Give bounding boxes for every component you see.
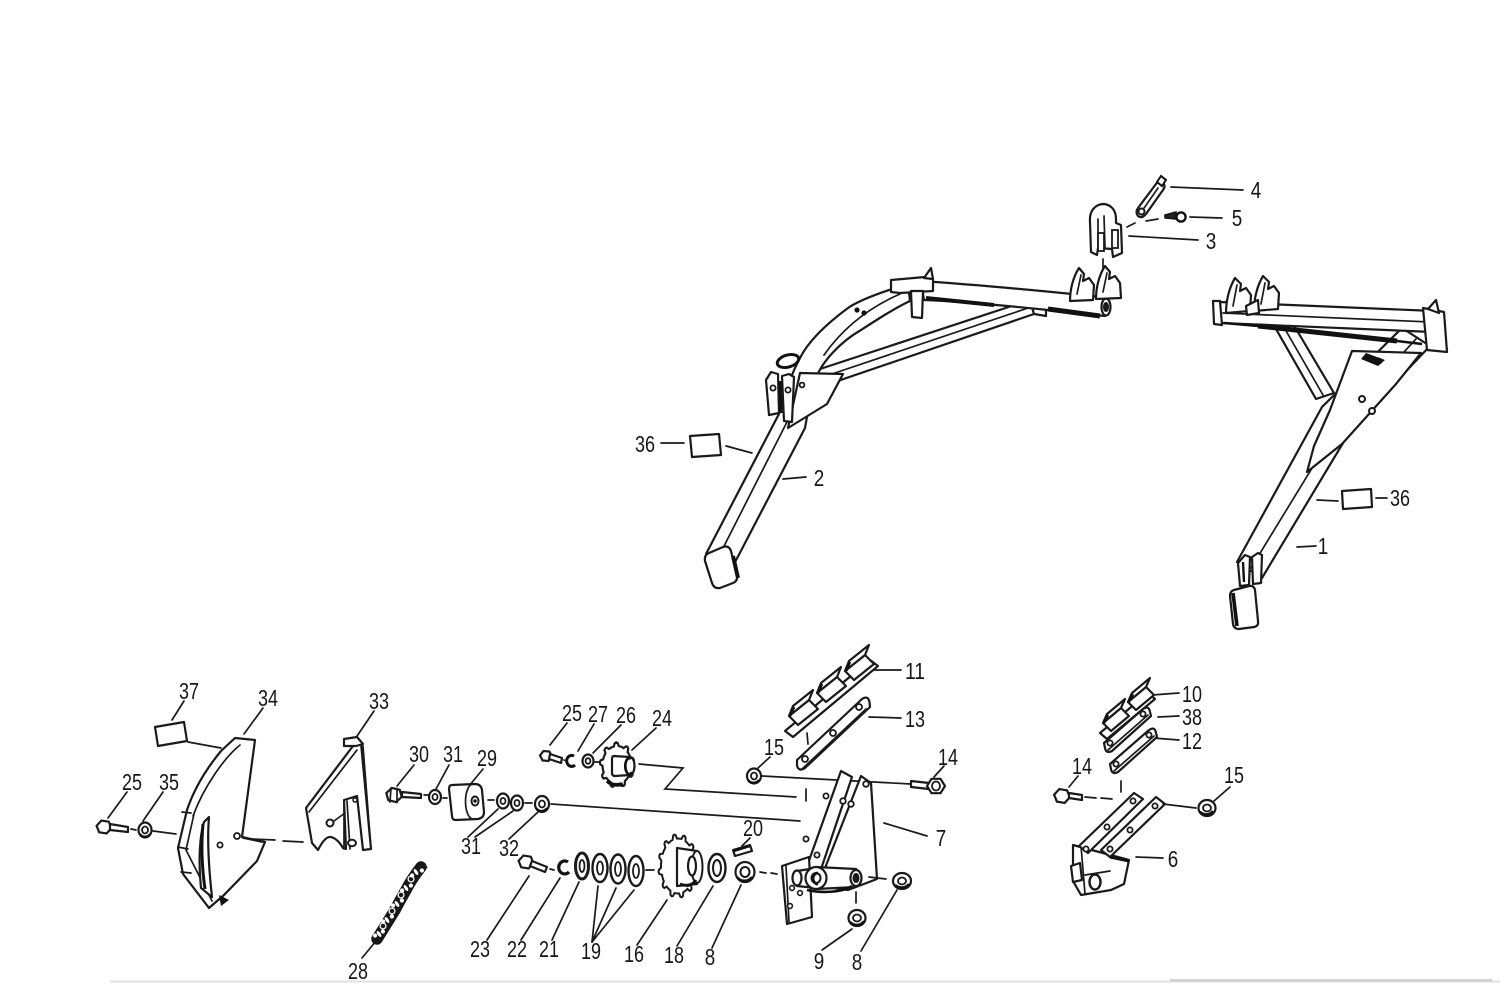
- svg-text:19: 19: [581, 938, 601, 964]
- svg-text:12: 12: [1182, 728, 1202, 754]
- svg-text:11: 11: [905, 658, 925, 684]
- svg-text:29: 29: [477, 745, 497, 771]
- svg-text:21: 21: [539, 936, 559, 962]
- svg-text:28: 28: [348, 958, 368, 984]
- svg-text:10: 10: [1182, 681, 1202, 707]
- svg-text:1: 1: [1318, 533, 1329, 559]
- svg-text:20: 20: [743, 815, 763, 841]
- svg-text:8: 8: [852, 949, 863, 975]
- svg-text:33: 33: [369, 688, 389, 714]
- svg-text:31: 31: [461, 833, 481, 859]
- svg-text:30: 30: [409, 741, 429, 767]
- svg-text:25: 25: [562, 700, 582, 726]
- svg-text:22: 22: [507, 936, 527, 962]
- svg-text:36: 36: [1390, 485, 1410, 511]
- svg-text:32: 32: [499, 835, 519, 861]
- svg-text:2: 2: [814, 465, 825, 491]
- svg-text:8: 8: [705, 944, 716, 970]
- svg-text:15: 15: [764, 734, 784, 760]
- svg-text:35: 35: [159, 769, 179, 795]
- svg-text:13: 13: [905, 706, 925, 732]
- svg-text:37: 37: [179, 678, 199, 704]
- svg-text:6: 6: [1168, 846, 1179, 872]
- svg-text:38: 38: [1182, 704, 1202, 730]
- svg-text:34: 34: [258, 685, 278, 711]
- svg-text:14: 14: [1072, 753, 1092, 779]
- svg-text:27: 27: [588, 701, 608, 727]
- svg-text:15: 15: [1224, 762, 1244, 788]
- svg-text:18: 18: [664, 942, 684, 968]
- svg-text:3: 3: [1206, 228, 1217, 254]
- svg-text:25: 25: [122, 769, 142, 795]
- svg-text:26: 26: [616, 702, 636, 728]
- svg-text:36: 36: [635, 431, 655, 457]
- svg-text:31: 31: [443, 741, 463, 767]
- svg-text:14: 14: [938, 744, 958, 770]
- svg-text:9: 9: [814, 948, 825, 974]
- svg-text:23: 23: [470, 936, 490, 962]
- svg-text:4: 4: [1251, 177, 1262, 203]
- svg-text:5: 5: [1232, 205, 1243, 231]
- svg-text:7: 7: [936, 825, 947, 851]
- svg-text:16: 16: [624, 941, 644, 967]
- svg-text:24: 24: [652, 705, 672, 731]
